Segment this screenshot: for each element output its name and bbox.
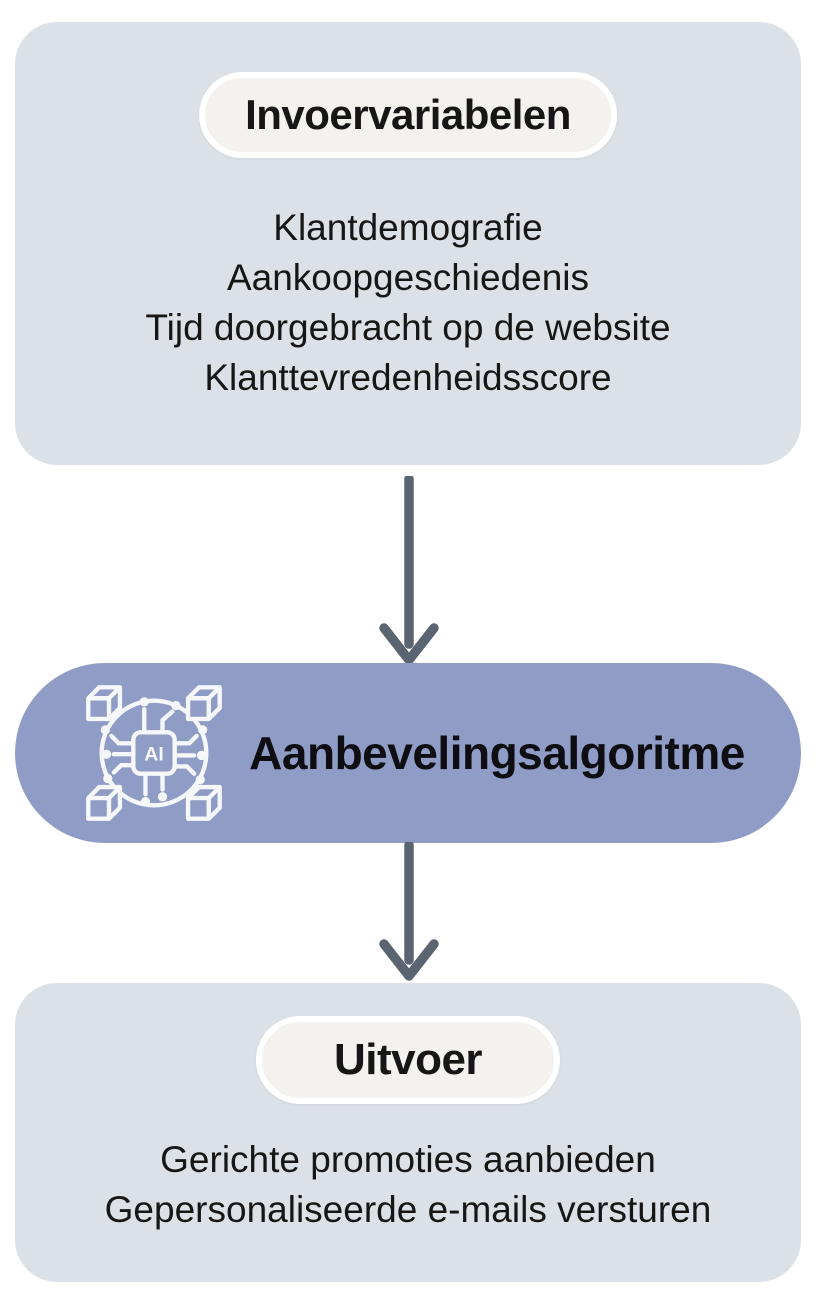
- recommendation-algorithm-box: AI Aanbevelingsalgoritme: [15, 663, 801, 843]
- ai-chip-label: AI: [144, 743, 163, 765]
- input-item-list: Klantdemografie Aankoopgeschiedenis Tijd…: [15, 203, 801, 403]
- list-item: Aankoopgeschiedenis: [226, 257, 590, 298]
- list-item: Gepersonaliseerde e-mails versturen: [104, 1189, 712, 1230]
- arrow-down-icon: [379, 842, 439, 981]
- process-box-title: Aanbevelingsalgoritme: [249, 727, 745, 779]
- output-item-list: Gerichte promoties aanbieden Gepersonali…: [15, 1135, 801, 1235]
- input-box-title: Invoervariabelen: [199, 72, 617, 158]
- list-item: Gerichte promoties aanbieden: [160, 1139, 656, 1180]
- list-item: Klanttevredenheidsscore: [204, 357, 612, 398]
- list-item: Klantdemografie: [273, 207, 543, 248]
- arrow-down-icon: [379, 476, 439, 665]
- output-box-title: Uitvoer: [255, 1016, 561, 1104]
- input-variables-box: Invoervariabelen Klantdemografie Aankoop…: [15, 22, 801, 465]
- output-box: Uitvoer Gerichte promoties aanbieden Gep…: [15, 983, 801, 1282]
- ai-chip-icon: AI: [81, 680, 227, 826]
- list-item: Tijd doorgebracht op de website: [145, 307, 671, 348]
